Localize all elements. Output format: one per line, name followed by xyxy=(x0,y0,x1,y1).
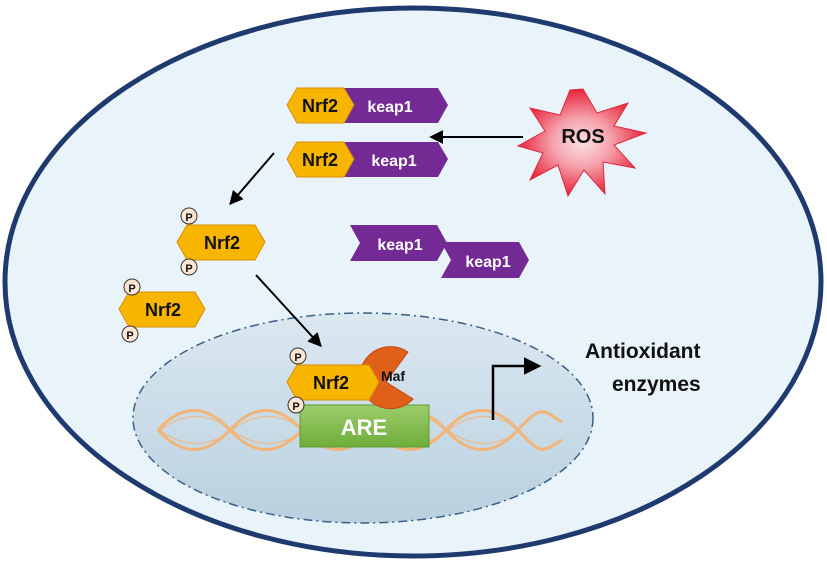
nrf2-to-nucleus-arrow xyxy=(255,274,322,348)
nrf2-label: Nrf2 xyxy=(302,150,338,170)
keap1-label: keap1 xyxy=(377,237,422,254)
keap1-label: keap1 xyxy=(465,254,510,271)
nrf2-label: Nrf2 xyxy=(313,373,349,393)
are-label: ARE xyxy=(341,415,387,440)
free-keap1-2: keap1 xyxy=(441,242,529,278)
phospho-nrf2-1: Nrf2 P P xyxy=(176,207,266,276)
bent-arrow-icon xyxy=(491,357,542,420)
keap1-shape xyxy=(441,242,529,278)
output-label-line2: enzymes xyxy=(612,373,701,396)
free-keap1-1: keap1 xyxy=(350,225,447,261)
phospho-nrf2-2: Nrf2 P P xyxy=(118,278,206,343)
starburst-icon xyxy=(516,88,648,198)
phosphate-circle-icon xyxy=(121,325,139,343)
nrf2-label: Nrf2 xyxy=(204,233,240,253)
keap1-shape xyxy=(350,225,447,261)
keap1-label: keap1 xyxy=(371,153,416,170)
phospho-label: P xyxy=(126,330,133,342)
ros-label: ROS xyxy=(561,126,604,148)
output-label-line1: Antioxidant xyxy=(585,340,701,363)
nuclear-nrf2-maf-complex: Maf Nrf2 P P xyxy=(286,346,414,414)
ros-starburst: ROS xyxy=(516,88,648,198)
keap1-label: keap1 xyxy=(367,99,412,116)
keap1-shape xyxy=(340,88,448,123)
phospho-label: P xyxy=(128,283,135,295)
phosphate-circle-icon xyxy=(289,347,307,365)
are-element: ARE xyxy=(299,404,430,448)
nrf2-keap1-complex-1: keap1 Nrf2 xyxy=(286,87,448,124)
phospho-label: P xyxy=(294,352,301,364)
transcription-arrow xyxy=(491,357,542,420)
phosphate-circle-icon xyxy=(287,396,305,414)
nrf2-keap1-complex-2: keap1 Nrf2 xyxy=(286,141,448,178)
phospho-label: P xyxy=(292,401,299,413)
nrf2-shape xyxy=(286,87,355,124)
nrf2-label: Nrf2 xyxy=(302,96,338,116)
maf-label: Maf xyxy=(381,368,405,384)
phospho-label: P xyxy=(185,212,192,224)
nrf2-label: Nrf2 xyxy=(145,300,181,320)
nrf2-shape xyxy=(286,141,355,178)
phosphate-circle-icon xyxy=(123,278,141,296)
phosphate-circle-icon xyxy=(180,258,198,276)
phosphate-circle-icon xyxy=(180,207,198,225)
phospho-label: P xyxy=(185,263,192,275)
keap1-shape xyxy=(340,142,448,177)
complex-to-nrf2-arrow xyxy=(229,152,275,206)
